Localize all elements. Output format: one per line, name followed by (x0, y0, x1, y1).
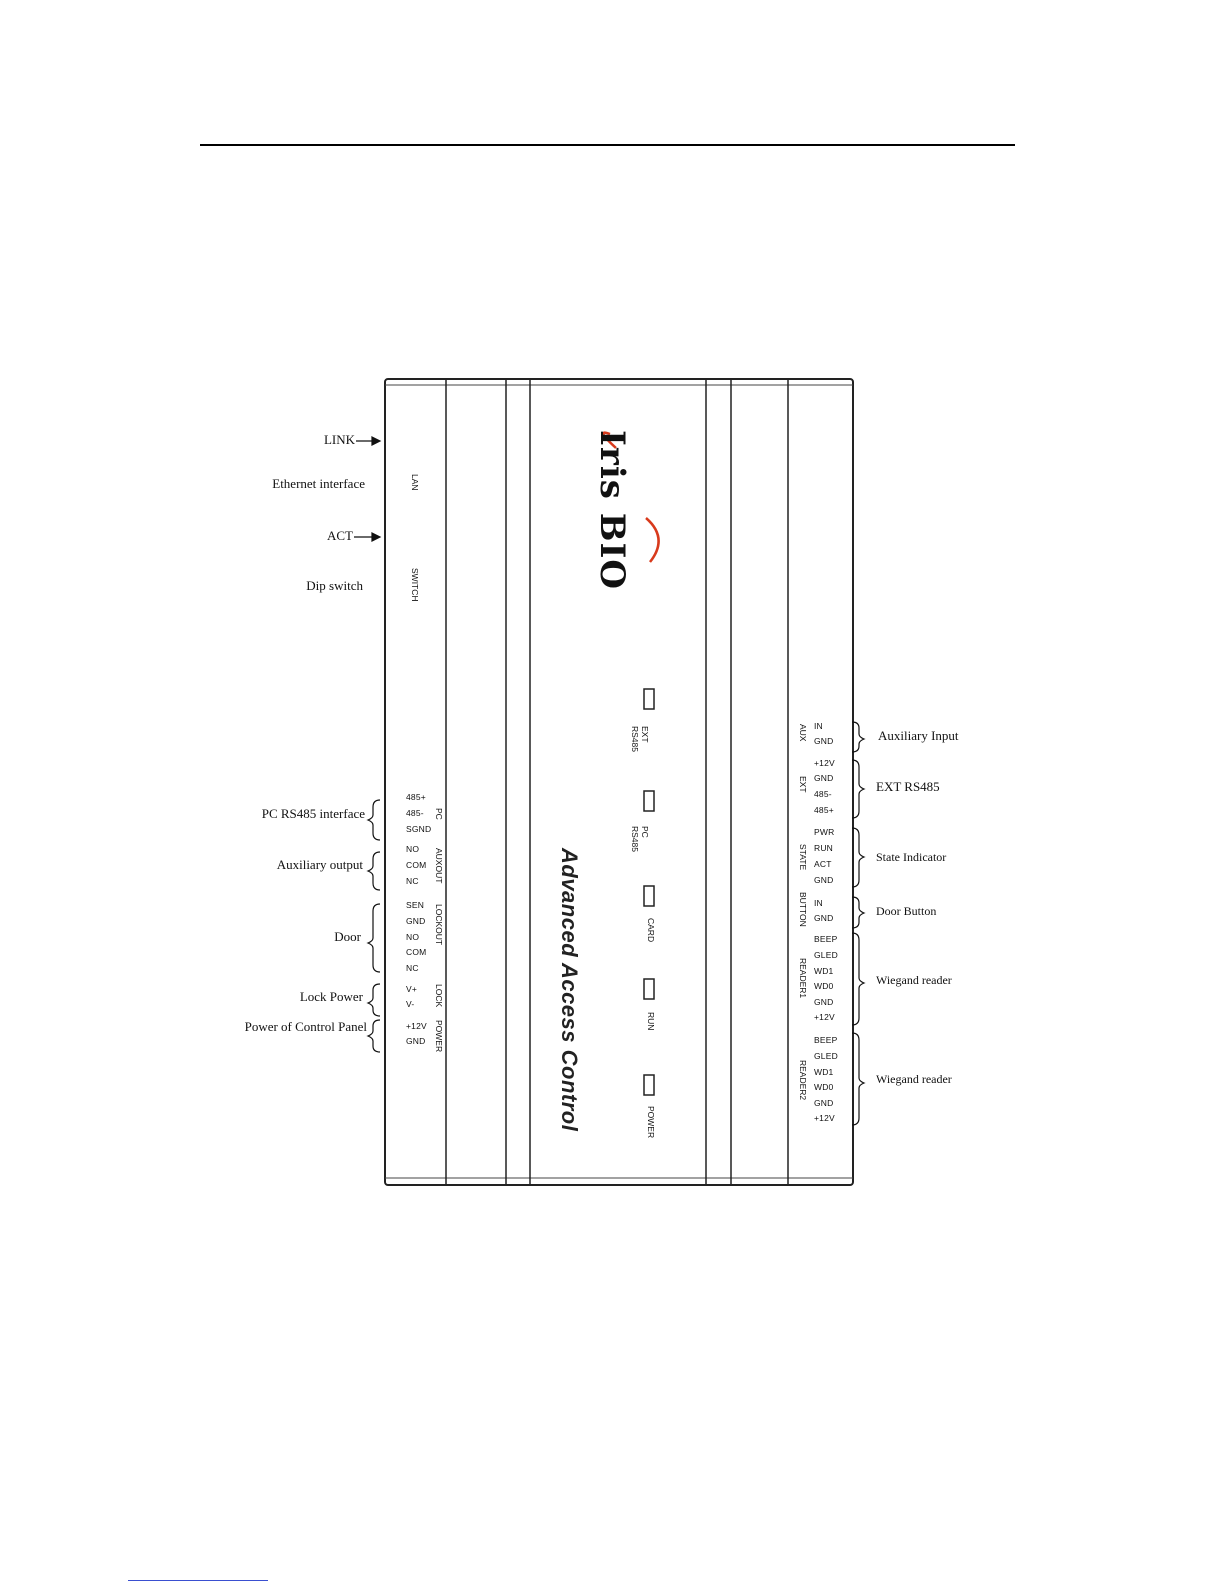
pin-label: V- (406, 999, 415, 1009)
callout-wiegand-reader-2: Wiegand reader (876, 1072, 952, 1086)
callout-wiegand-reader-1: Wiegand reader (876, 973, 952, 987)
brace-left-pc485 (366, 799, 381, 841)
group-label-reader1: READER1 (798, 958, 808, 999)
pin-label: 485- (406, 808, 424, 818)
link-arrow-icon (356, 436, 382, 446)
callout-ext-rs485: EXT RS485 (876, 779, 940, 794)
pin-label: ACT (814, 859, 832, 869)
callout-state-indicator: State Indicator (876, 850, 947, 864)
device-outline (384, 378, 854, 1186)
pin-label: SEN (406, 900, 425, 910)
pin-label: GND (814, 913, 834, 923)
callout-door: Door (334, 929, 361, 944)
pin-label: BEEP (814, 934, 838, 944)
brand-swoosh-icon (602, 431, 660, 563)
group-label-reader2: READER2 (798, 1060, 808, 1101)
group-label-lock: LOCK (434, 984, 444, 1008)
brace-left-auxout (366, 851, 381, 891)
pin-label: GLED (814, 1051, 838, 1061)
group-label-switch: SWITCH (410, 568, 420, 602)
pin-label: WD1 (814, 1067, 834, 1077)
callout-door-button: Door Button (876, 904, 937, 918)
led-label-card: CARD (646, 918, 656, 943)
callout-auxiliary-input: Auxiliary Input (878, 728, 959, 743)
callout-dip-switch: Dip switch (306, 578, 363, 593)
group-label-lan: LAN (410, 474, 420, 491)
led-run-indicator (643, 978, 655, 1000)
callout-auxiliary-output: Auxiliary output (276, 857, 363, 872)
pin-label: GND (406, 916, 426, 926)
led-label-power: POWER (646, 1106, 656, 1139)
callout-pc-rs485-interface: PC RS485 interface (261, 806, 365, 821)
pin-label: 485+ (814, 805, 834, 815)
act-arrow-icon (354, 532, 382, 542)
group-label-aux: AUX (798, 724, 808, 742)
pin-label: GND (814, 997, 834, 1007)
pin-label: SGND (406, 824, 432, 834)
pin-label: WD0 (814, 981, 834, 991)
pin-label: NO (406, 844, 420, 854)
brace-left-panelpower (366, 1019, 381, 1053)
group-label-auxout: AUXOUT (434, 848, 444, 884)
pin-label: GND (814, 736, 834, 746)
pin-label: COM (406, 860, 427, 870)
pin-label: BEEP (814, 1035, 838, 1045)
group-label-power: POWER (434, 1020, 444, 1053)
pin-label: GLED (814, 950, 838, 960)
pin-label: NC (406, 963, 419, 973)
callout-link: LINK (323, 432, 355, 447)
header-rule (200, 144, 1015, 146)
pin-label: IN (814, 721, 823, 731)
pin-label: COM (406, 947, 427, 957)
led-power-indicator (643, 1074, 655, 1096)
callout-lock-power: Lock Power (299, 989, 363, 1004)
group-label-ext: EXT (798, 776, 808, 793)
led-pc-rs485-indicator (643, 790, 655, 812)
led-ext-rs485-indicator (643, 688, 655, 710)
pin-label: GND (814, 773, 834, 783)
callout-act: ACT (327, 528, 353, 543)
pin-label: +12V (406, 1021, 427, 1031)
group-label-button: BUTTON (798, 892, 808, 927)
pin-label: GND (406, 1036, 426, 1046)
pin-label: WD1 (814, 966, 834, 976)
led-card-indicator (643, 885, 655, 907)
pin-label: V+ (406, 984, 418, 994)
pin-label: GND (814, 875, 834, 885)
pin-label: GND (814, 1098, 834, 1108)
callout-power-of-control-panel: Power of Control Panel (244, 1019, 367, 1034)
pin-label: +12V (814, 758, 835, 768)
group-label-lockout: LOCKOUT (434, 904, 444, 946)
product-name: Advanced Access Control (557, 848, 582, 1132)
pin-label: IN (814, 898, 823, 908)
brand-logo: Iris BIO (592, 430, 632, 590)
brace-left-lockpower (366, 983, 381, 1017)
brace-left-door (366, 903, 381, 973)
led-label-run: RUN (646, 1012, 656, 1031)
pin-label: 485- (814, 789, 832, 799)
pin-label: PWR (814, 827, 835, 837)
callout-ethernet-interface: Ethernet interface (272, 476, 365, 491)
pin-label: NC (406, 876, 419, 886)
pin-label: +12V (814, 1012, 835, 1022)
pin-label: +12V (814, 1113, 835, 1123)
footer-rule (128, 1580, 268, 1581)
pin-label: RUN (814, 843, 834, 853)
pin-label: 485+ (406, 792, 426, 802)
group-label-pc: PC (434, 808, 444, 820)
pin-label: WD0 (814, 1082, 834, 1092)
pin-label: NO (406, 932, 420, 942)
group-label-state: STATE (798, 844, 808, 871)
